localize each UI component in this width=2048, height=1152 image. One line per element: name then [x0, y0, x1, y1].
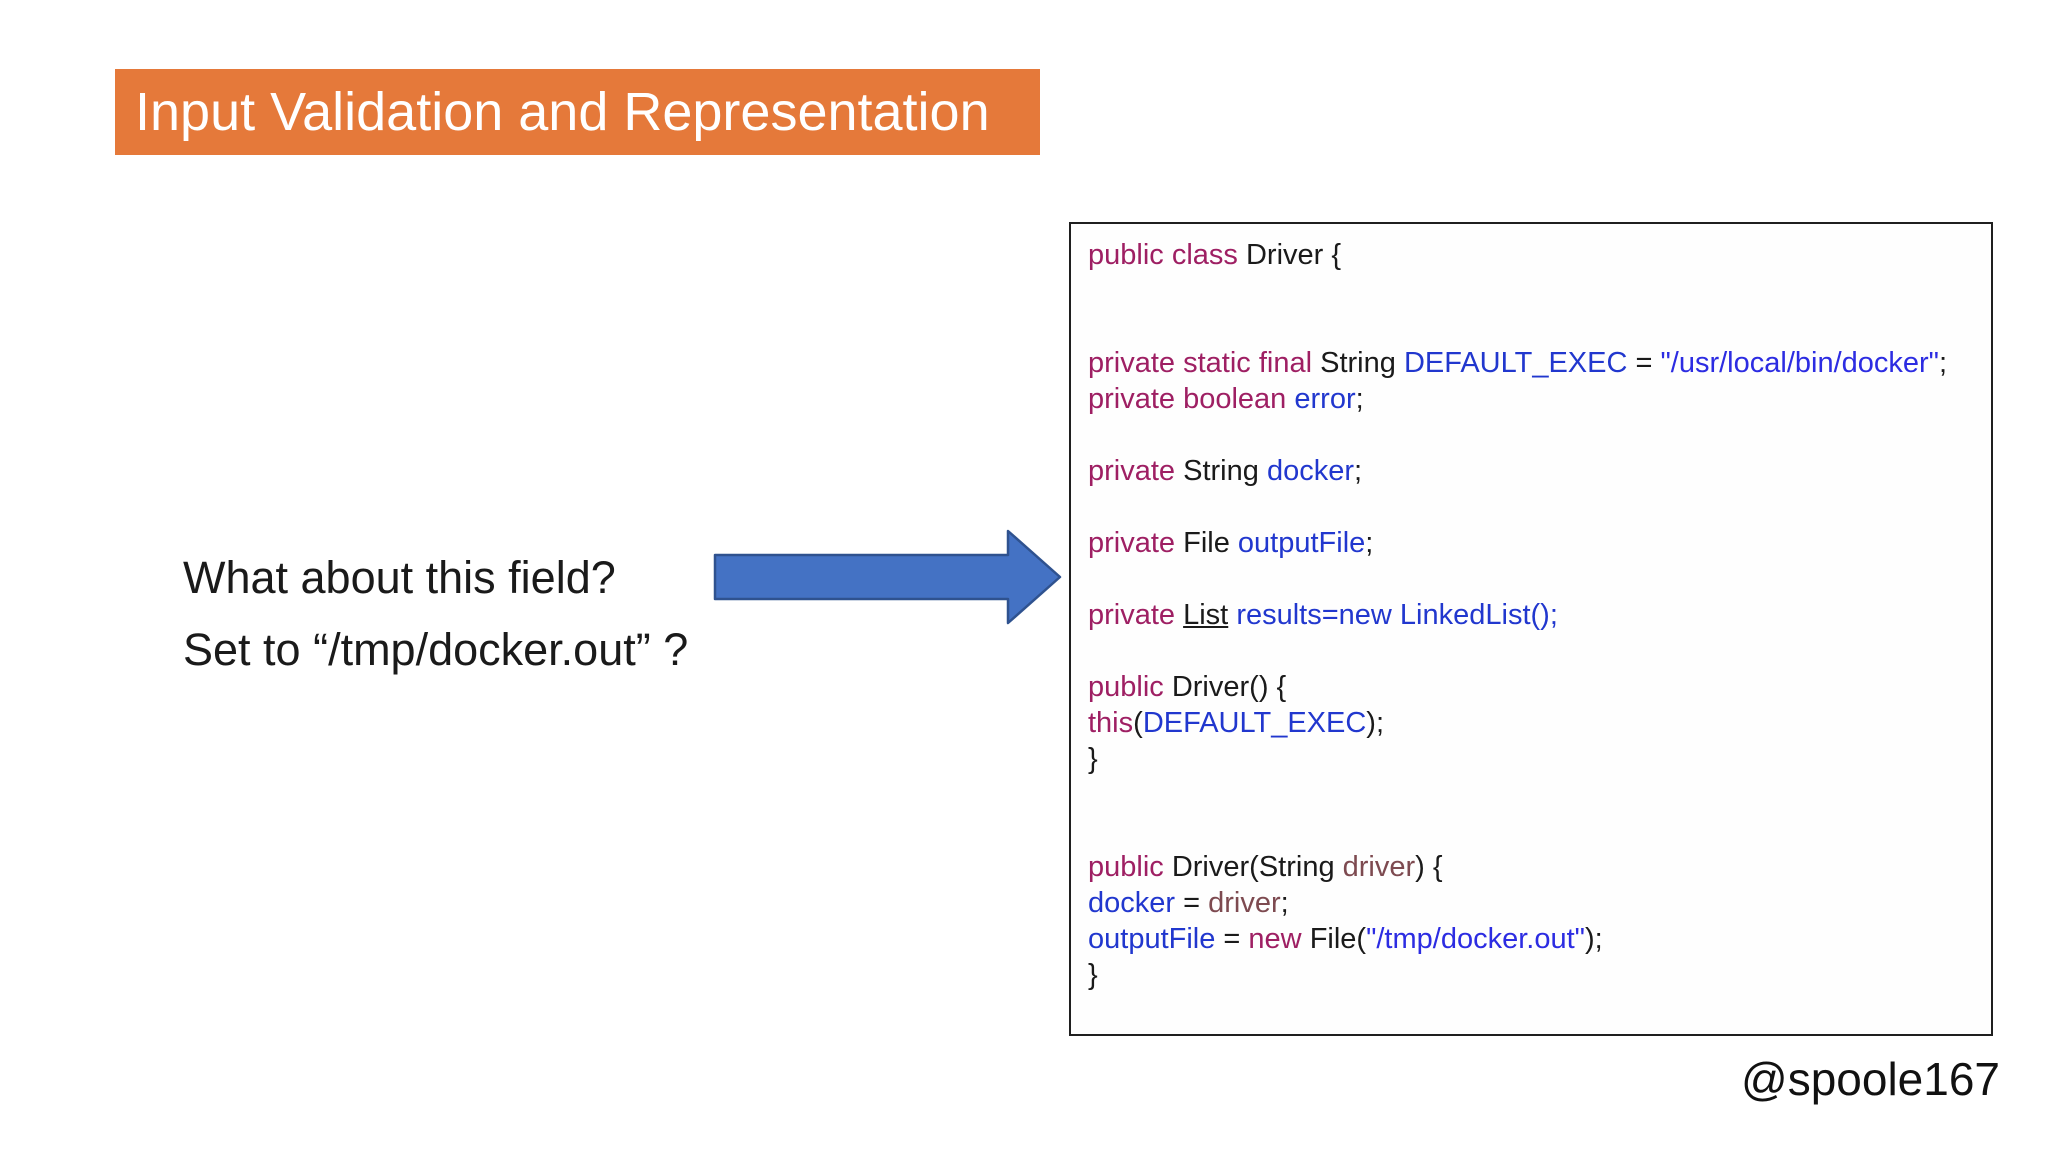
code-token: Driver {	[1245, 239, 1342, 271]
code-line	[1088, 417, 1979, 453]
code-token: Driver() {	[1171, 671, 1287, 703]
code-token: error	[1294, 383, 1356, 415]
code-token: ) {	[1415, 851, 1443, 883]
code-token: outputFile	[1088, 923, 1216, 955]
slide-title: Input Validation and Representation	[135, 82, 990, 142]
code-token: =	[1175, 887, 1209, 919]
code-token: (	[1133, 707, 1143, 739]
code-line	[1088, 309, 1979, 345]
code-line	[1088, 813, 1979, 849]
code-line	[1088, 489, 1979, 525]
twitter-handle: @spoole167	[1741, 1053, 2000, 1105]
code-token: this	[1088, 707, 1134, 739]
code-line: outputFile = new File("/tmp/docker.out")…	[1088, 921, 1979, 957]
code-line: public Driver(String driver) {	[1088, 849, 1979, 885]
title-bar: Input Validation and Representation	[115, 69, 1040, 155]
code-token: ;	[1280, 887, 1289, 919]
code-line	[1088, 777, 1979, 813]
code-token: Driver(String	[1171, 851, 1343, 883]
code-line: private static final String DEFAULT_EXEC…	[1088, 345, 1979, 381]
code-token: DEFAULT_EXEC	[1142, 707, 1367, 739]
code-token: }	[1088, 743, 1098, 775]
code-line	[1088, 561, 1979, 597]
code-token: ;	[1353, 455, 1363, 487]
code-token: File(	[1309, 923, 1367, 955]
code-line: public class Driver {	[1088, 237, 1979, 273]
code-line: }	[1088, 957, 1979, 993]
question-text: What about this field? Set to “/tmp/dock…	[183, 542, 688, 686]
code-token: public	[1088, 671, 1172, 703]
code-token: DEFAULT_EXEC	[1403, 347, 1628, 379]
code-token: List	[1183, 599, 1229, 631]
code-token: outputFile	[1237, 527, 1366, 559]
code-token: private	[1088, 527, 1184, 559]
code-token: );	[1584, 923, 1603, 955]
code-token: "/usr/local/bin/docker"	[1660, 347, 1939, 379]
code-token: driver	[1208, 887, 1281, 919]
code-token: String	[1183, 455, 1267, 487]
code-token: ;	[1365, 527, 1374, 559]
code-token: String	[1320, 347, 1404, 379]
code-line: private File outputFile;	[1088, 525, 1979, 561]
code-token: docker	[1088, 887, 1176, 919]
code-line: public Driver() {	[1088, 669, 1979, 705]
code-token: public	[1088, 851, 1172, 883]
code-token: "/tmp/docker.out"	[1366, 923, 1585, 955]
code-line: }	[1088, 741, 1979, 777]
code-token: results=new LinkedList();	[1236, 599, 1558, 631]
code-token: docker	[1266, 455, 1354, 487]
code-line: docker = driver;	[1088, 885, 1979, 921]
code-token: new	[1248, 923, 1310, 955]
code-lines: public class Driver { private static fin…	[1088, 237, 1979, 993]
code-token: private static final	[1088, 347, 1321, 379]
code-line	[1088, 273, 1979, 309]
code-token: =	[1215, 923, 1249, 955]
code-token: public class	[1088, 239, 1246, 271]
code-line: private List results=new LinkedList();	[1088, 597, 1979, 633]
code-token: }	[1088, 959, 1098, 991]
code-line	[1088, 633, 1979, 669]
right-arrow-shape	[713, 529, 1062, 625]
code-token: private boolean	[1088, 383, 1295, 415]
question-line-2: Set to “/tmp/docker.out” ?	[183, 624, 689, 675]
code-box: public class Driver { private static fin…	[1069, 222, 1993, 1036]
code-token: ;	[1355, 383, 1364, 415]
code-token: private	[1088, 599, 1184, 631]
code-token: );	[1366, 707, 1385, 739]
question-line-1: What about this field?	[183, 552, 616, 603]
code-token: ;	[1938, 347, 1948, 379]
code-token: driver	[1342, 851, 1416, 883]
code-line: this(DEFAULT_EXEC);	[1088, 705, 1979, 741]
code-token: =	[1627, 347, 1661, 379]
code-line: private boolean error;	[1088, 381, 1979, 417]
code-token: File	[1183, 527, 1238, 559]
code-token: private	[1088, 455, 1184, 487]
right-arrow-icon	[713, 529, 1062, 625]
code-line: private String docker;	[1088, 453, 1979, 489]
